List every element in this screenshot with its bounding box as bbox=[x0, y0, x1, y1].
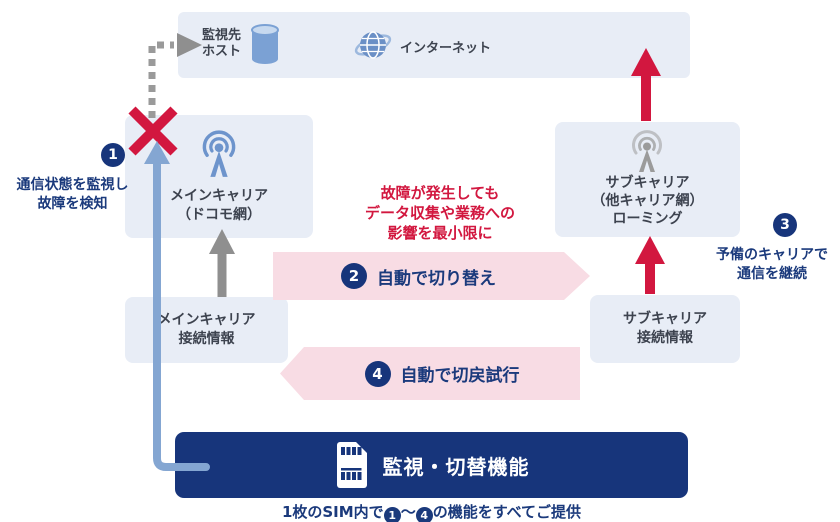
sub-conn-line1: サブキャリア bbox=[623, 311, 707, 327]
main-conn-arrow bbox=[209, 229, 235, 297]
caption-badge-4: 4 bbox=[415, 507, 433, 522]
step1-text: 通信状態を監視し 故障を検知 bbox=[5, 176, 140, 214]
main-carrier-conn-box: メインキャリア 接続情報 bbox=[125, 297, 288, 363]
caption-tilde: ～ bbox=[400, 503, 416, 521]
step4-switchback-banner: 4 自動で切戻試行 bbox=[280, 347, 580, 400]
step1-badge: 1 bbox=[101, 143, 125, 167]
main-carrier-box: メインキャリア （ドコモ網） bbox=[125, 115, 313, 238]
impact-note-line2: データ収集や業務への bbox=[364, 204, 515, 222]
step3-line2: 通信を継続 bbox=[737, 266, 807, 282]
sub-carrier-line3: ローミング bbox=[612, 211, 683, 227]
monitor-switch-function-bar: 監視・切替機能 bbox=[175, 432, 688, 498]
caption-pre: 1枚のSIM内で bbox=[281, 503, 384, 521]
sim-card-icon bbox=[336, 442, 367, 488]
monitor-host-label: 監視先 ホスト bbox=[202, 28, 241, 60]
step1-line1: 通信状態を監視し bbox=[16, 177, 129, 193]
sub-carrier-label: サブキャリア （他キャリア網） ローミング bbox=[555, 174, 740, 228]
impact-note-line1: 故障が発生しても bbox=[380, 184, 500, 202]
sub-conn-line2: 接続情報 bbox=[637, 330, 693, 346]
step3-badge: 3 bbox=[773, 213, 797, 237]
antenna-icon bbox=[632, 130, 662, 172]
sub-conn-arrow bbox=[635, 236, 665, 294]
step3-text: 予備のキャリアで 通信を継続 bbox=[704, 246, 840, 284]
step1-line2: 故障を検知 bbox=[37, 196, 108, 212]
antenna-icon bbox=[202, 130, 236, 177]
internet-label: インターネット bbox=[400, 41, 492, 56]
sub-carrier-box: サブキャリア （他キャリア網） ローミング bbox=[555, 122, 740, 237]
caption-badge-1: 1 bbox=[383, 507, 401, 522]
main-conn-line1: メインキャリア bbox=[157, 312, 256, 328]
sub-carrier-line2: （他キャリア網） bbox=[591, 193, 704, 209]
step2-switch-banner: 2 自動で切り替え bbox=[273, 252, 590, 300]
step2-badge: 2 bbox=[341, 263, 367, 289]
step4-badge: 4 bbox=[364, 360, 391, 387]
monitor-host-line1: 監視先 bbox=[202, 28, 242, 43]
step2-label: 自動で切り替え bbox=[377, 268, 496, 289]
database-cylinder-icon bbox=[251, 24, 279, 64]
sub-carrier-conn-box: サブキャリア 接続情報 bbox=[590, 295, 740, 363]
bottom-bar-label: 監視・切替機能 bbox=[382, 454, 530, 479]
sub-carrier-conn-label: サブキャリア 接続情報 bbox=[623, 310, 707, 348]
impact-note-line3: 影響を最小限に bbox=[387, 224, 493, 242]
main-carrier-line2: （ドコモ網） bbox=[177, 207, 261, 223]
step4-label: 自動で切戻試行 bbox=[400, 366, 520, 386]
globe-icon bbox=[354, 31, 392, 59]
sub-carrier-line1: サブキャリア bbox=[605, 175, 690, 191]
main-carrier-conn-label: メインキャリア 接続情報 bbox=[158, 311, 256, 349]
main-carrier-line1: メインキャリア bbox=[170, 188, 268, 204]
main-conn-line2: 接続情報 bbox=[178, 331, 235, 347]
caption-post: の機能をすべてご提供 bbox=[432, 503, 582, 521]
internet-zone-box: 監視先 ホスト インターネット bbox=[178, 12, 690, 78]
impact-note: 故障が発生しても データ収集や業務への 影響を最小限に bbox=[320, 183, 560, 243]
step3-line1: 予備のキャリアで bbox=[716, 247, 828, 263]
main-carrier-label: メインキャリア （ドコモ網） bbox=[125, 187, 313, 225]
monitor-host-line2: ホスト bbox=[202, 44, 242, 59]
